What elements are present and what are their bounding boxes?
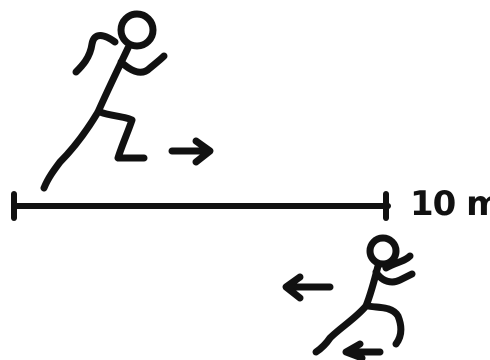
runner-forward-icon	[44, 14, 164, 188]
runner-backward-near-arm	[376, 272, 412, 282]
runner-backward-foot-arrow	[346, 344, 380, 358]
runner-backward-icon	[316, 238, 412, 358]
runner-forward-back-leg	[44, 112, 98, 188]
arrow-left-icon	[286, 277, 330, 298]
runner-forward-back-arm	[76, 36, 115, 73]
runner-forward-torso	[98, 48, 128, 112]
runner-forward-front-arm	[121, 56, 164, 72]
distance-label: 10 m	[410, 180, 490, 228]
arrow-right-icon	[172, 141, 210, 162]
runner-forward-head	[121, 14, 153, 46]
distance-line	[14, 194, 388, 218]
runner-forward-front-leg	[100, 112, 144, 158]
runner-backward-front-leg	[368, 306, 401, 344]
runner-backward-head	[370, 238, 396, 264]
